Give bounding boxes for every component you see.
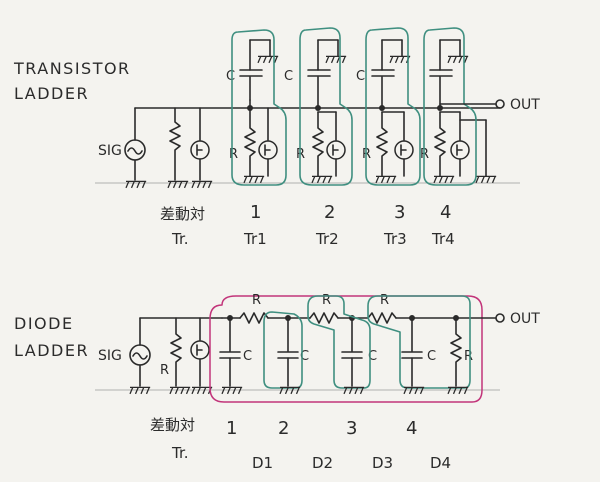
- bottom-res-3-label: R: [380, 293, 389, 308]
- bottom-diff-pair: R 差動対 Tr.: [150, 317, 213, 462]
- bottom-out-label: OUT: [510, 311, 540, 327]
- bottom-res-2-label: R: [322, 293, 331, 308]
- bottom-res-2: [309, 312, 339, 324]
- top-stage-2-tr: Tr2: [315, 230, 339, 248]
- top-stage-2-cap-label: C: [284, 69, 293, 84]
- top-output: OUT: [439, 97, 540, 113]
- bottom-diode-label-1: D1: [252, 454, 273, 472]
- top-stage-2-number: 2: [324, 202, 336, 223]
- top-diff-resistor: [169, 107, 181, 181]
- top-title-line1: TRANSISTOR: [13, 59, 131, 78]
- bottom-diode-highlight: [209, 295, 483, 403]
- bottom-diode-label-2: D2: [312, 454, 333, 472]
- bottom-termination-res-label: R: [464, 349, 473, 364]
- top-stage-1: C R 1 Tr1: [226, 29, 287, 248]
- bottom-out-terminal: [495, 313, 505, 323]
- bottom-diff-pair-tr: Tr.: [171, 444, 189, 462]
- top-diff-pair-label: 差動対: [160, 205, 205, 223]
- top-signal-source: SIG: [98, 107, 147, 189]
- bottom-title-line2: LADDER: [14, 341, 89, 360]
- top-stage-3-tr: Tr3: [383, 230, 407, 248]
- bottom-stage-2: C 2: [263, 311, 309, 439]
- bottom-diff-res-label: R: [160, 363, 169, 378]
- top-out-label: OUT: [510, 97, 540, 113]
- top-stage-1-cap-label: C: [226, 69, 235, 84]
- bottom-diff-pair-label: 差動対: [150, 416, 195, 434]
- diode-ladder-section: DIODE LADDER SIG R 差動対 Tr.: [14, 293, 540, 472]
- bottom-stage-3-cap-label: C: [368, 349, 377, 364]
- bottom-stage-1-cap-label: C: [243, 349, 252, 364]
- top-diff-pair: 差動対 Tr.: [134, 107, 501, 248]
- bottom-res-1-label: R: [252, 293, 261, 308]
- top-stage-1-cap-group: C: [226, 39, 279, 101]
- top-stage-3-highlight: [365, 27, 421, 186]
- bottom-stage-3-highlight: [307, 295, 371, 389]
- bottom-sig-label: SIG: [98, 348, 122, 364]
- top-stage-3: C R 3 Tr3: [356, 27, 421, 248]
- bottom-stage-4: C R 4: [367, 295, 473, 439]
- bottom-stage-4-number: 4: [406, 418, 418, 439]
- bottom-diode-label-3: D3: [372, 454, 393, 472]
- top-stage-4-number: 4: [440, 202, 452, 223]
- top-stage-4-highlight: [423, 27, 477, 186]
- top-stage-4-tr: Tr4: [431, 230, 455, 248]
- top-stage-1-res-label: R: [229, 147, 238, 162]
- bottom-stage-1: C 1: [219, 317, 252, 439]
- top-sig-label: SIG: [98, 143, 122, 159]
- bottom-stage-4-highlight: [367, 295, 471, 389]
- bottom-signal-source: SIG: [98, 317, 223, 395]
- bottom-res-1: [239, 312, 269, 324]
- bottom-stage-2-number: 2: [278, 418, 290, 439]
- top-stage-1-highlight: [231, 29, 287, 186]
- bottom-stage-2-highlight: [263, 311, 303, 389]
- top-out-terminal: [495, 99, 505, 109]
- top-stage-4: R 4 Tr4: [420, 27, 497, 248]
- top-stage-2-highlight: [299, 27, 353, 186]
- bottom-res-3: [367, 312, 397, 324]
- bottom-stage-2-cap-label: C: [300, 349, 309, 364]
- top-stage-3-number: 3: [394, 202, 406, 223]
- bottom-diode-label-4: D4: [430, 454, 451, 472]
- bottom-stage-4-cap-label: C: [427, 349, 436, 364]
- transistor-ladder-section: TRANSISTOR LADDER SIG 差動対 Tr.: [13, 27, 540, 248]
- bottom-stage-3-number: 3: [346, 418, 358, 439]
- bottom-title-line1: DIODE: [14, 314, 74, 333]
- top-stage-3-cap-label: C: [356, 69, 365, 84]
- top-stage-2: C R 2 Tr2: [284, 27, 353, 248]
- bottom-output: OUT: [495, 311, 540, 327]
- top-stage-1-tr: Tr1: [243, 230, 267, 248]
- top-stage-1-number: 1: [250, 202, 262, 223]
- top-title-line2: LADDER: [14, 84, 89, 103]
- top-diff-pair-tr: Tr.: [171, 230, 189, 248]
- bottom-termination-resistor: [450, 317, 462, 387]
- bottom-stage-1-number: 1: [226, 418, 238, 439]
